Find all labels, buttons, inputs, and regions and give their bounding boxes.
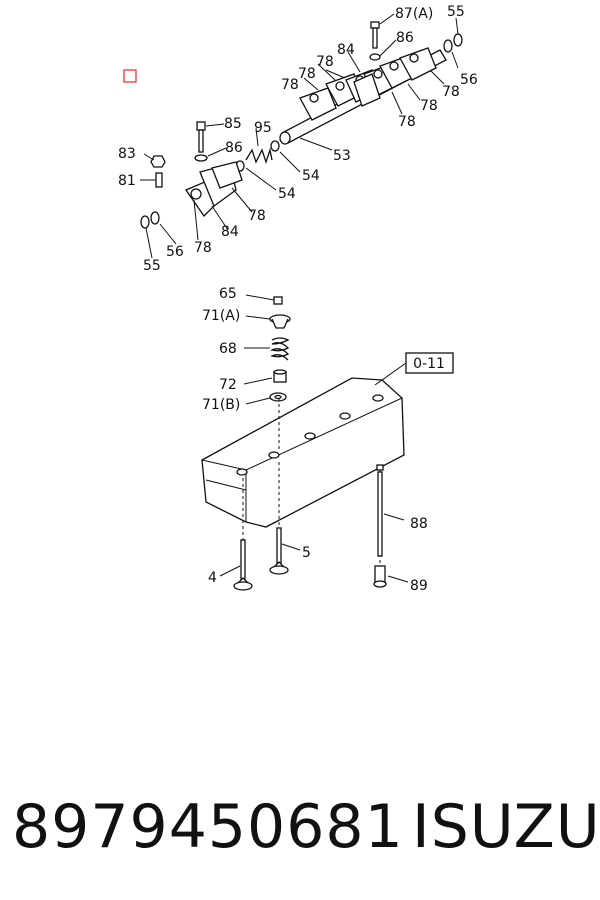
- reference-box: 0-11: [374, 352, 454, 386]
- selection-marker-square: [123, 69, 137, 83]
- callout-56-top: 56: [460, 72, 478, 88]
- callout-5: 5: [302, 545, 311, 561]
- callout-4: 4: [208, 570, 217, 586]
- callout-55-top: 55: [447, 4, 465, 20]
- callout-71a: 71(A): [202, 308, 240, 324]
- callout-95: 95: [254, 120, 272, 136]
- callout-78-b: 78: [298, 66, 316, 82]
- callout-78-d: 78: [442, 84, 460, 100]
- callout-71b: 71(B): [202, 397, 240, 413]
- callout-84-top: 84: [337, 42, 355, 58]
- callout-53: 53: [333, 148, 351, 164]
- callout-88: 88: [410, 516, 428, 532]
- callout-54-a: 54: [302, 168, 320, 184]
- callout-68: 68: [219, 341, 237, 357]
- callout-83: 83: [118, 146, 136, 162]
- valves: [233, 527, 289, 591]
- callout-86-left: 86: [225, 140, 243, 156]
- callout-78-f: 78: [398, 114, 416, 130]
- brand-name: ISUZU: [412, 792, 600, 862]
- exploded-parts-diagram: 0-11: [118, 4, 478, 594]
- callout-65: 65: [219, 286, 237, 302]
- callout-55-left: 55: [143, 258, 161, 274]
- callout-54-b: 54: [278, 186, 296, 202]
- callout-72: 72: [219, 377, 237, 393]
- rocker-shaft-assembly: [279, 21, 463, 145]
- callout-78-a: 78: [316, 54, 334, 70]
- callout-78-g: 78: [248, 208, 266, 224]
- callout-81: 81: [118, 173, 136, 189]
- callout-78-h: 78: [194, 240, 212, 256]
- part-number: 8979450681: [12, 792, 404, 862]
- callout-labels: 87(A) 55 86 84 78 78 78 56 78 78 78 85 9…: [118, 4, 478, 594]
- callout-84-left: 84: [221, 224, 239, 240]
- push-rod-and-tappet: [373, 464, 387, 588]
- callout-89: 89: [410, 578, 428, 594]
- callout-86-top: 86: [396, 30, 414, 46]
- leader-lines: [140, 13, 459, 583]
- callout-87a: 87(A): [395, 6, 433, 22]
- callout-78-c: 78: [281, 77, 299, 93]
- callout-56-left: 56: [166, 244, 184, 260]
- callout-85: 85: [224, 116, 242, 132]
- reference-box-label: 0-11: [413, 356, 445, 372]
- valve-spring-group: [269, 296, 291, 402]
- callout-78-e: 78: [420, 98, 438, 114]
- rocker-bracket-left: [140, 121, 280, 229]
- cylinder-head: [201, 377, 405, 565]
